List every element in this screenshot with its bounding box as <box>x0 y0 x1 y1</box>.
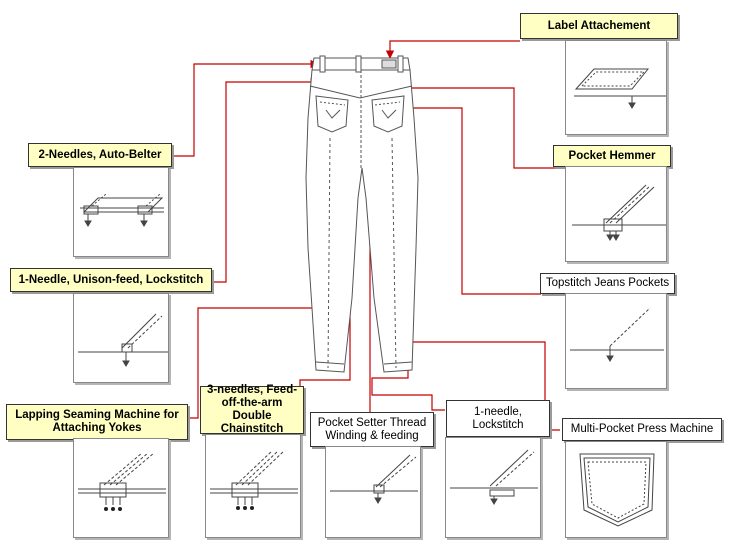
auto-belter-panel <box>73 167 169 257</box>
jeans-illustration <box>305 55 419 373</box>
unison-feed-panel <box>73 293 169 383</box>
topstitch-jeans-pockets-label: Topstitch Jeans Pockets <box>540 273 675 294</box>
three-needles-panel <box>205 434 301 538</box>
connector-unison-feed <box>213 77 319 283</box>
lockstitch-panel <box>445 437 541 538</box>
two-needles-auto-belter-label: 2-Needles, Auto-Belter <box>28 143 172 167</box>
topstitch-panel <box>565 293 667 389</box>
connector-auto-belter <box>172 59 319 157</box>
connector-topstitch <box>403 103 541 295</box>
pocket-hemmer-panel <box>565 166 667 262</box>
multi-pocket-press-label: Multi-Pocket Press Machine <box>562 418 722 441</box>
pocket-setter-label: Pocket Setter Thread Winding & feeding <box>310 412 434 447</box>
pocket-setter-panel <box>325 446 421 538</box>
connector-pocket-hemmer <box>403 83 555 169</box>
three-needles-chainstitch-label: 3-needles, Feed-off-the-arm Double Chain… <box>200 384 304 435</box>
connector-lockstitch <box>371 127 445 411</box>
one-needle-lockstitch-label: 1-needle, Lockstitch <box>446 400 550 437</box>
lapping-seaming-machine-label: Lapping Seaming Machine for Attaching Yo… <box>6 404 188 440</box>
label-attachement-panel <box>565 40 667 135</box>
lapping-seaming-panel <box>73 438 169 538</box>
label-attachement-label: Label Attachement <box>520 13 678 39</box>
one-needle-unison-feed-label: 1-Needle, Unison-feed, Lockstitch <box>10 268 212 292</box>
pocket-hemmer-label: Pocket Hemmer <box>553 145 671 167</box>
connector-label-attachement <box>385 40 520 59</box>
multi-pocket-press-panel <box>565 441 667 538</box>
